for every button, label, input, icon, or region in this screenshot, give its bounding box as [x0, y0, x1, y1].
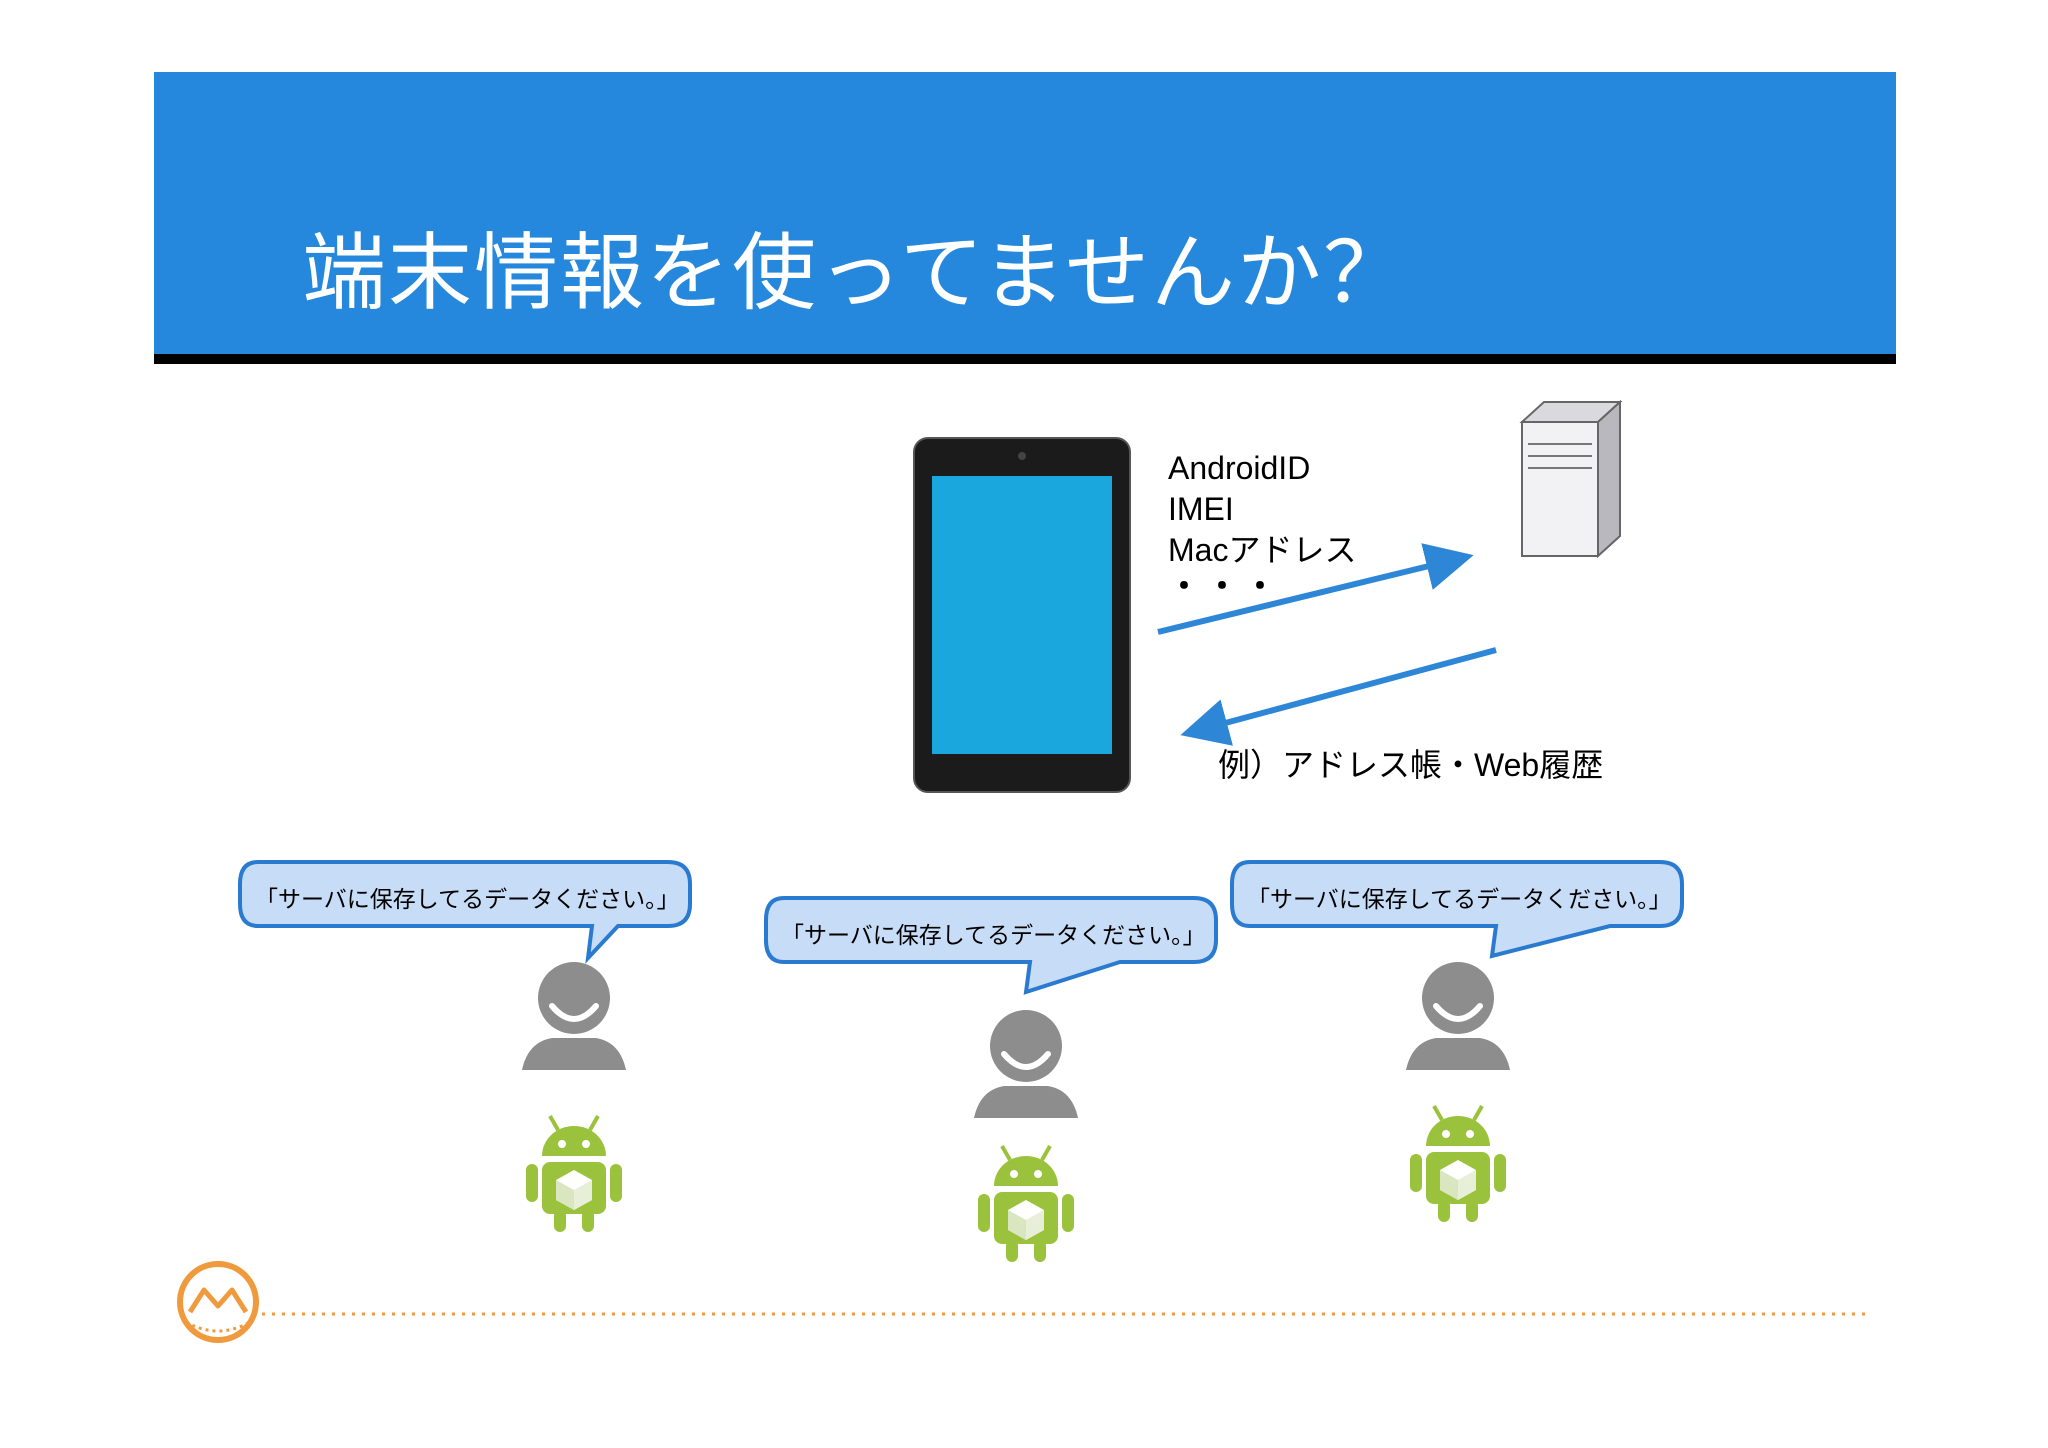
tablet-icon: [913, 437, 1131, 793]
server-icon: [1519, 399, 1623, 559]
slide-title: 端末情報を使ってませんか？: [302, 224, 1410, 322]
speech-bubble-shape-3: [1230, 860, 1684, 959]
person-icon: [974, 1010, 1078, 1118]
logo-icon: [177, 1261, 259, 1343]
person-icon: [522, 962, 626, 1070]
device-info-imei: IMEI: [1168, 491, 1234, 527]
device-info-mac-address: Macアドレス: [1168, 532, 1357, 568]
speech-bubble-text-1: 「サーバに保存してるデータください。」: [255, 887, 680, 913]
android-app-icon: [978, 1145, 1074, 1262]
arrow-to-device: [1180, 647, 1497, 746]
speech-bubble-text-3: 「サーバに保存してるデータください。」: [1247, 887, 1672, 913]
android-app-icon: [1410, 1105, 1506, 1222]
device-info-android-id: AndroidID: [1168, 450, 1311, 486]
header-band: [154, 72, 1896, 354]
header-rule: [154, 354, 1896, 364]
speech-bubble-shape-2: [764, 896, 1218, 995]
android-app-icon: [526, 1115, 622, 1232]
speech-bubble-text-2: 「サーバに保存してるデータください。」: [781, 923, 1206, 949]
device-info-list: AndroidID IMEI Macアドレス ・・・: [1168, 448, 1357, 604]
speech-bubble-shape-1: [238, 860, 692, 964]
server-response-label: 例）アドレス帳・Web履歴: [1218, 747, 1604, 783]
person-icon: [1406, 962, 1510, 1070]
device-info-ellipsis: ・・・: [1168, 568, 1283, 604]
arrow-to-server: [1157, 543, 1474, 635]
